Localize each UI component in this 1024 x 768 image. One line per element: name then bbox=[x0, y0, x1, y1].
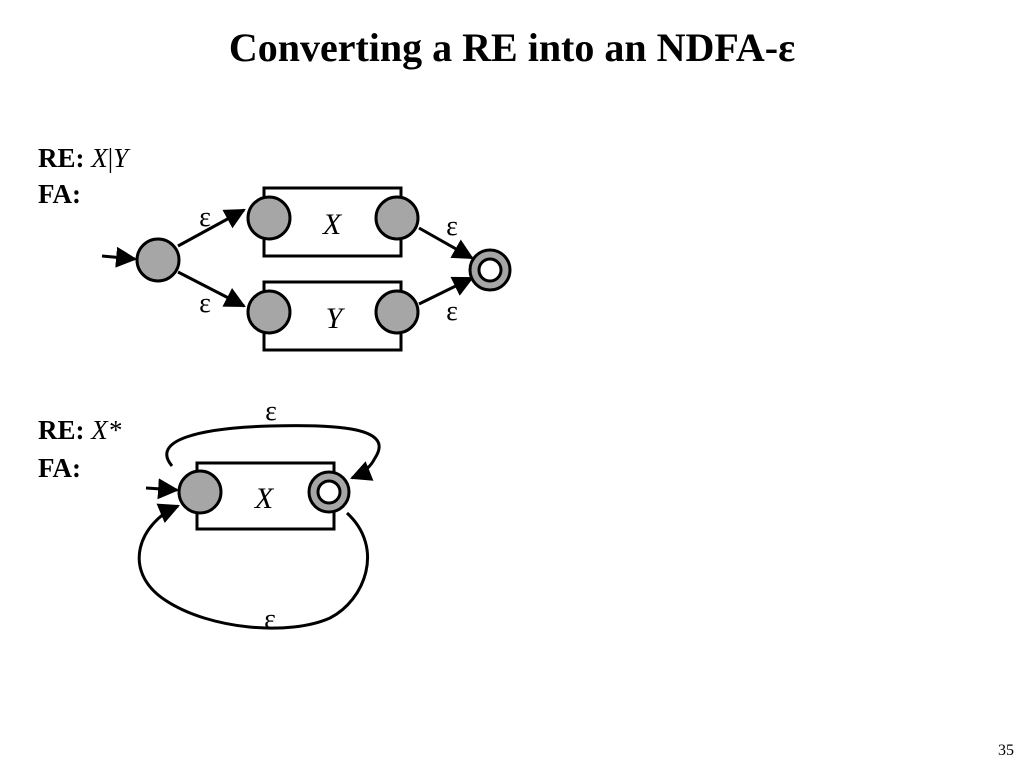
box-label-x: X bbox=[322, 208, 343, 241]
re-prefix: RE: bbox=[38, 415, 85, 445]
transition-arrow bbox=[418, 276, 474, 306]
re-expression: X* bbox=[91, 415, 122, 445]
epsilon-label: ε bbox=[265, 396, 277, 427]
loop-arrow-top bbox=[165, 424, 381, 481]
epsilon-label: ε bbox=[446, 296, 458, 327]
fa-prefix: FA: bbox=[38, 179, 81, 209]
re-label-union: RE: X|Y bbox=[38, 142, 128, 174]
fa-prefix: FA: bbox=[38, 453, 81, 483]
state-x-entry bbox=[246, 195, 292, 241]
start-state bbox=[135, 237, 181, 283]
fa-label-union: FA: bbox=[38, 178, 81, 210]
loop-arrow-bottom bbox=[137, 503, 370, 630]
epsilon-label: ε bbox=[199, 288, 211, 319]
accept-state bbox=[468, 248, 512, 292]
state-y-entry bbox=[246, 289, 292, 335]
start-arrow bbox=[101, 246, 138, 268]
epsilon-label: ε bbox=[446, 211, 458, 242]
transition-arrow bbox=[418, 226, 474, 260]
epsilon-label: ε bbox=[199, 202, 211, 233]
fa-label-star: FA: bbox=[38, 452, 81, 484]
union-fa-diagram: X Y ε ε ε ε bbox=[101, 186, 512, 352]
start-arrow bbox=[145, 478, 180, 500]
start-state bbox=[177, 469, 223, 515]
re-prefix: RE: bbox=[38, 143, 85, 173]
star-fa-diagram: X ε ε bbox=[137, 396, 381, 635]
re-expression-sep: | bbox=[107, 143, 114, 173]
re-label-star: RE: X* bbox=[38, 414, 121, 446]
transition-arrow bbox=[177, 270, 246, 308]
re-expression-y: Y bbox=[113, 143, 129, 173]
box-label-y: Y bbox=[326, 302, 346, 335]
transition-arrow bbox=[177, 208, 246, 248]
re-expression-x: X bbox=[91, 143, 108, 173]
epsilon-label: ε bbox=[264, 604, 276, 635]
box-label-x: X bbox=[254, 482, 275, 515]
slide-title: Converting a RE into an NDFA-ε bbox=[228, 25, 796, 70]
accept-state bbox=[307, 470, 351, 514]
state-x-exit bbox=[374, 195, 420, 241]
state-y-exit bbox=[374, 289, 420, 335]
slide-number: 35 bbox=[998, 742, 1014, 759]
